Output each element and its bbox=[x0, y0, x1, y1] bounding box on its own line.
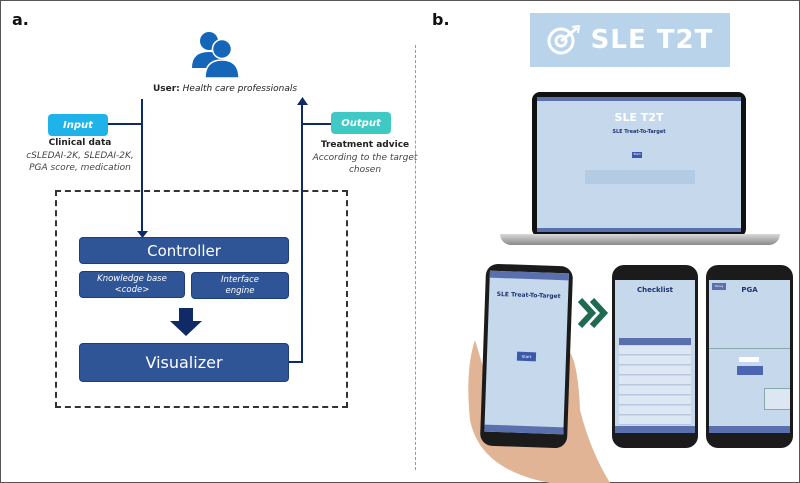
laptop-logo: SLE T2T bbox=[614, 111, 664, 124]
output-line-1: According to the target bbox=[312, 153, 418, 163]
summary-box bbox=[764, 388, 790, 410]
phone3-title: PGA bbox=[741, 286, 758, 294]
phone-pga: Terug PGA bbox=[706, 265, 793, 448]
user-prefix: User: bbox=[152, 84, 180, 94]
target-icon bbox=[547, 25, 580, 55]
user-text: Health care professionals bbox=[182, 84, 298, 94]
panel-a-label: a. bbox=[12, 10, 29, 29]
interface-engine-block: Interface engine bbox=[191, 272, 289, 299]
output-connector bbox=[302, 123, 332, 125]
panel-divider bbox=[415, 45, 416, 470]
users-icon bbox=[192, 32, 240, 79]
laptop: SLE T2T SLE Treat-To-Target Start bbox=[532, 92, 746, 237]
output-tag: Output bbox=[331, 112, 391, 134]
interface-engine-line-1: Interface bbox=[220, 274, 260, 285]
output-line-2: chosen bbox=[348, 165, 382, 175]
visualizer-connector bbox=[289, 361, 303, 363]
input-line-1: cSLEDAI-2K, SLEDAI-2K, bbox=[26, 151, 134, 161]
phone1-start-button[interactable]: Start bbox=[516, 351, 537, 362]
input-tag: Input bbox=[48, 114, 108, 136]
system-boundary bbox=[55, 190, 348, 408]
sle-t2t-logo: SLE T2T bbox=[530, 13, 730, 67]
visualizer-block: Visualizer bbox=[79, 343, 289, 382]
output-title: Treatment advice bbox=[320, 140, 410, 150]
input-line-2: PGA score, medication bbox=[29, 163, 131, 173]
block-arrow-down-icon bbox=[170, 308, 202, 336]
arrow-up-icon bbox=[297, 97, 308, 105]
laptop-steps bbox=[585, 170, 695, 184]
phone-home: SLE Treat-To-Target Start bbox=[479, 263, 574, 449]
arrow-down-icon bbox=[137, 231, 148, 238]
laptop-start-button[interactable]: Start bbox=[632, 152, 642, 158]
phone-checklist: Checklist bbox=[612, 265, 698, 448]
logo-text: SLE T2T bbox=[590, 25, 714, 55]
laptop-title: SLE Treat-To-Target bbox=[612, 129, 666, 135]
laptop-screen: SLE T2T SLE Treat-To-Target Start bbox=[537, 97, 741, 232]
interface-engine-line-2: engine bbox=[225, 285, 255, 296]
checklist-header bbox=[619, 338, 691, 345]
knowledge-base-block: Knowledge base <code> bbox=[79, 271, 185, 298]
phone1-title: SLE Treat-To-Target bbox=[496, 290, 561, 301]
pga-value-field[interactable] bbox=[739, 357, 759, 362]
pga-submit-button[interactable] bbox=[737, 366, 763, 375]
phone3-back-button[interactable]: Terug bbox=[712, 283, 726, 290]
controller-block: Controller bbox=[79, 237, 289, 264]
knowledge-base-line-2: <code> bbox=[114, 284, 150, 295]
laptop-base bbox=[500, 234, 780, 245]
panel-b-label: b. bbox=[432, 10, 450, 29]
phone2-title: Checklist bbox=[637, 286, 673, 294]
output-flow-line bbox=[301, 104, 303, 363]
input-connector bbox=[107, 123, 142, 125]
pga-slider[interactable] bbox=[709, 348, 790, 349]
double-chevron-icon bbox=[578, 298, 609, 328]
knowledge-base-line-1: Knowledge base bbox=[97, 273, 167, 284]
input-title: Clinical data bbox=[48, 138, 112, 148]
input-flow-line bbox=[141, 99, 143, 233]
user-caption: User: Health care professionals bbox=[140, 84, 310, 94]
